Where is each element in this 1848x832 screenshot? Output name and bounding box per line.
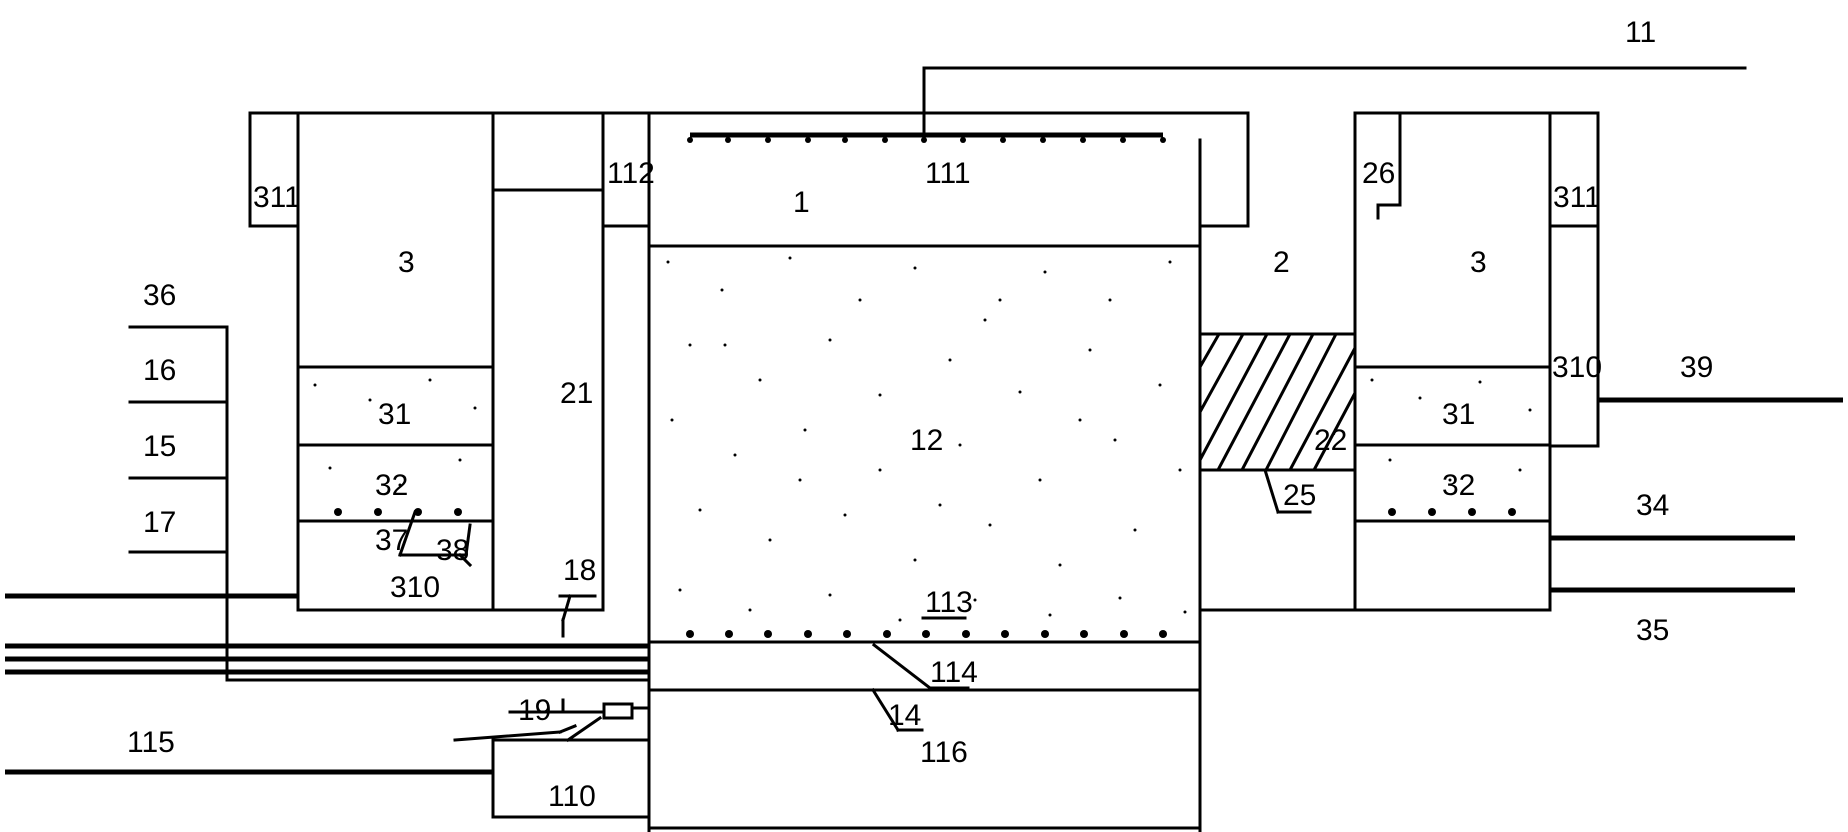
- label-31-right: 31: [1442, 398, 1475, 431]
- label-1: 1: [793, 186, 810, 219]
- label-310-left: 310: [390, 571, 440, 604]
- label-39: 39: [1680, 351, 1713, 384]
- right-pipes: [1548, 397, 1843, 593]
- label-14: 14: [888, 699, 921, 732]
- label-37: 37: [375, 524, 408, 557]
- distribution-pipe-111: [687, 66, 1747, 143]
- label-36: 36: [143, 279, 176, 312]
- label-25: 25: [1283, 479, 1316, 512]
- label-18: 18: [563, 554, 596, 587]
- bottom-nozzles-113: [686, 630, 1167, 638]
- label-16: 16: [143, 354, 176, 387]
- label-15: 15: [143, 430, 176, 463]
- tank-2: [1198, 332, 1357, 612]
- label-34: 34: [1636, 489, 1669, 522]
- leader-lines: [398, 468, 1312, 733]
- left-pipes: [5, 325, 651, 819]
- label-35: 35: [1636, 614, 1669, 647]
- label-2: 2: [1273, 246, 1290, 279]
- label-32-left: 32: [375, 469, 408, 502]
- label-31-left: 31: [378, 398, 411, 431]
- label-17: 17: [143, 506, 176, 539]
- label-3-left: 3: [398, 246, 415, 279]
- label-310-right: 310: [1552, 351, 1602, 384]
- label-112: 112: [607, 157, 655, 190]
- filter-media-12: [666, 256, 1187, 622]
- label-113: 113: [925, 586, 973, 619]
- main-tank-1: [601, 111, 1250, 832]
- label-114: 114: [930, 656, 978, 689]
- label-32-right: 32: [1442, 469, 1475, 502]
- label-111: 111: [925, 157, 971, 190]
- label-110: 110: [548, 780, 596, 813]
- label-21: 21: [560, 377, 593, 410]
- column-21: [491, 111, 605, 612]
- label-38: 38: [436, 534, 469, 567]
- label-311-left: 311: [253, 181, 301, 214]
- label-116: 116: [920, 736, 968, 769]
- label-115: 115: [127, 726, 175, 759]
- label-311-right: 311: [1553, 181, 1601, 214]
- left-tank-fill: [313, 378, 477, 516]
- labels: 11 111 112 1 12 2 21 22 25 26 3 3 311 31…: [127, 16, 1713, 813]
- label-22: 22: [1314, 424, 1347, 457]
- label-26: 26: [1362, 157, 1395, 190]
- label-11: 11: [1625, 16, 1656, 49]
- label-12: 12: [910, 424, 943, 457]
- label-19: 19: [518, 694, 551, 727]
- label-3-right: 3: [1470, 246, 1487, 279]
